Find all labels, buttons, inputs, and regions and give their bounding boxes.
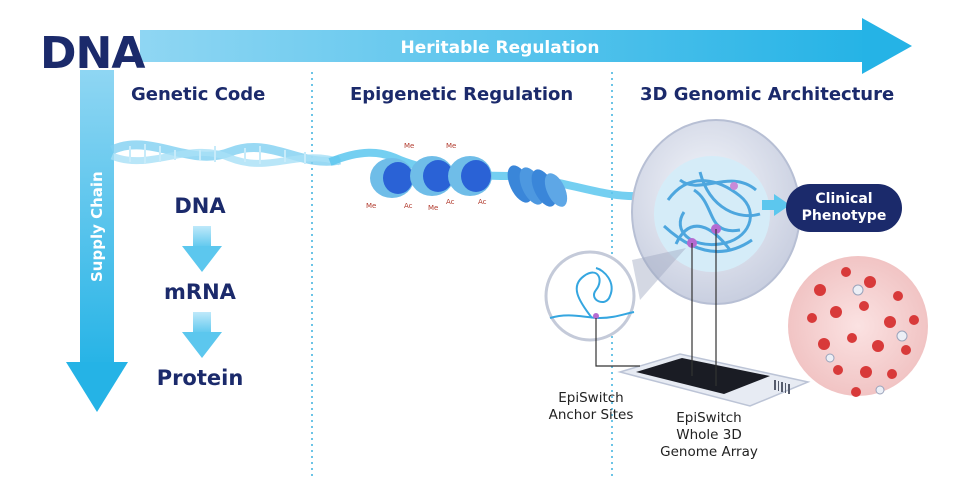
blood-sample-circle	[788, 256, 928, 397]
nucleosome-2	[410, 156, 454, 196]
genome-array-caption: EpiSwitch Whole 3D Genome Array	[644, 410, 774, 461]
anchor-caption-line-2: Anchor Sites	[548, 407, 634, 423]
anchor-sites-caption: EpiSwitch Anchor Sites	[526, 390, 656, 424]
ac-label-1: Ac	[404, 202, 413, 210]
ac-label-3: Ac	[478, 198, 487, 206]
clinical-phenotype-pill: Clinical Phenotype	[786, 184, 902, 232]
flow-step-protein: Protein	[156, 366, 244, 390]
anchor-caption-line-1: EpiSwitch	[558, 390, 624, 406]
genome-array-chip	[617, 353, 811, 407]
anchor-site-inset	[544, 250, 636, 342]
ac-label-2: Ac	[446, 198, 455, 206]
connector-lines	[595, 229, 717, 386]
flow-step-mrna: mRNA	[164, 280, 236, 304]
array-caption-line-1: EpiSwitch	[676, 410, 742, 426]
flow-arrow-1	[182, 226, 222, 272]
me-label-3: Me	[366, 202, 376, 210]
nucleosome-1	[370, 158, 414, 198]
array-caption-line-3: Genome Array	[660, 444, 758, 460]
array-caption-line-2: Whole 3D	[676, 427, 742, 443]
nucleosome-3	[448, 156, 492, 196]
column-title-genetic-code: Genetic Code	[131, 84, 266, 105]
pill-line-1: Clinical	[815, 191, 873, 207]
heritable-regulation-arrow	[140, 18, 912, 74]
supply-chain-label: Supply Chain	[88, 171, 106, 282]
me-label-1: Me	[404, 142, 414, 150]
condensed-chromatin	[507, 165, 568, 207]
me-label-2: Me	[446, 142, 456, 150]
flow-step-dna: DNA	[174, 194, 226, 218]
column-title-epigenetic-regulation: Epigenetic Regulation	[350, 84, 574, 105]
flow-arrow-2	[182, 312, 222, 358]
dna-title: DNA	[40, 28, 145, 79]
me-label-4: Me	[428, 204, 438, 212]
phenotype-arrow	[762, 194, 790, 216]
heritable-regulation-label: Heritable Regulation	[400, 38, 600, 58]
supply-chain-arrow	[66, 70, 128, 412]
dna-helix	[110, 140, 342, 167]
column-title-3d-genomic-architecture: 3D Genomic Architecture	[640, 84, 895, 105]
nucleus-cell	[631, 119, 801, 305]
zoom-cone	[632, 248, 686, 300]
pill-line-2: Phenotype	[801, 208, 887, 224]
